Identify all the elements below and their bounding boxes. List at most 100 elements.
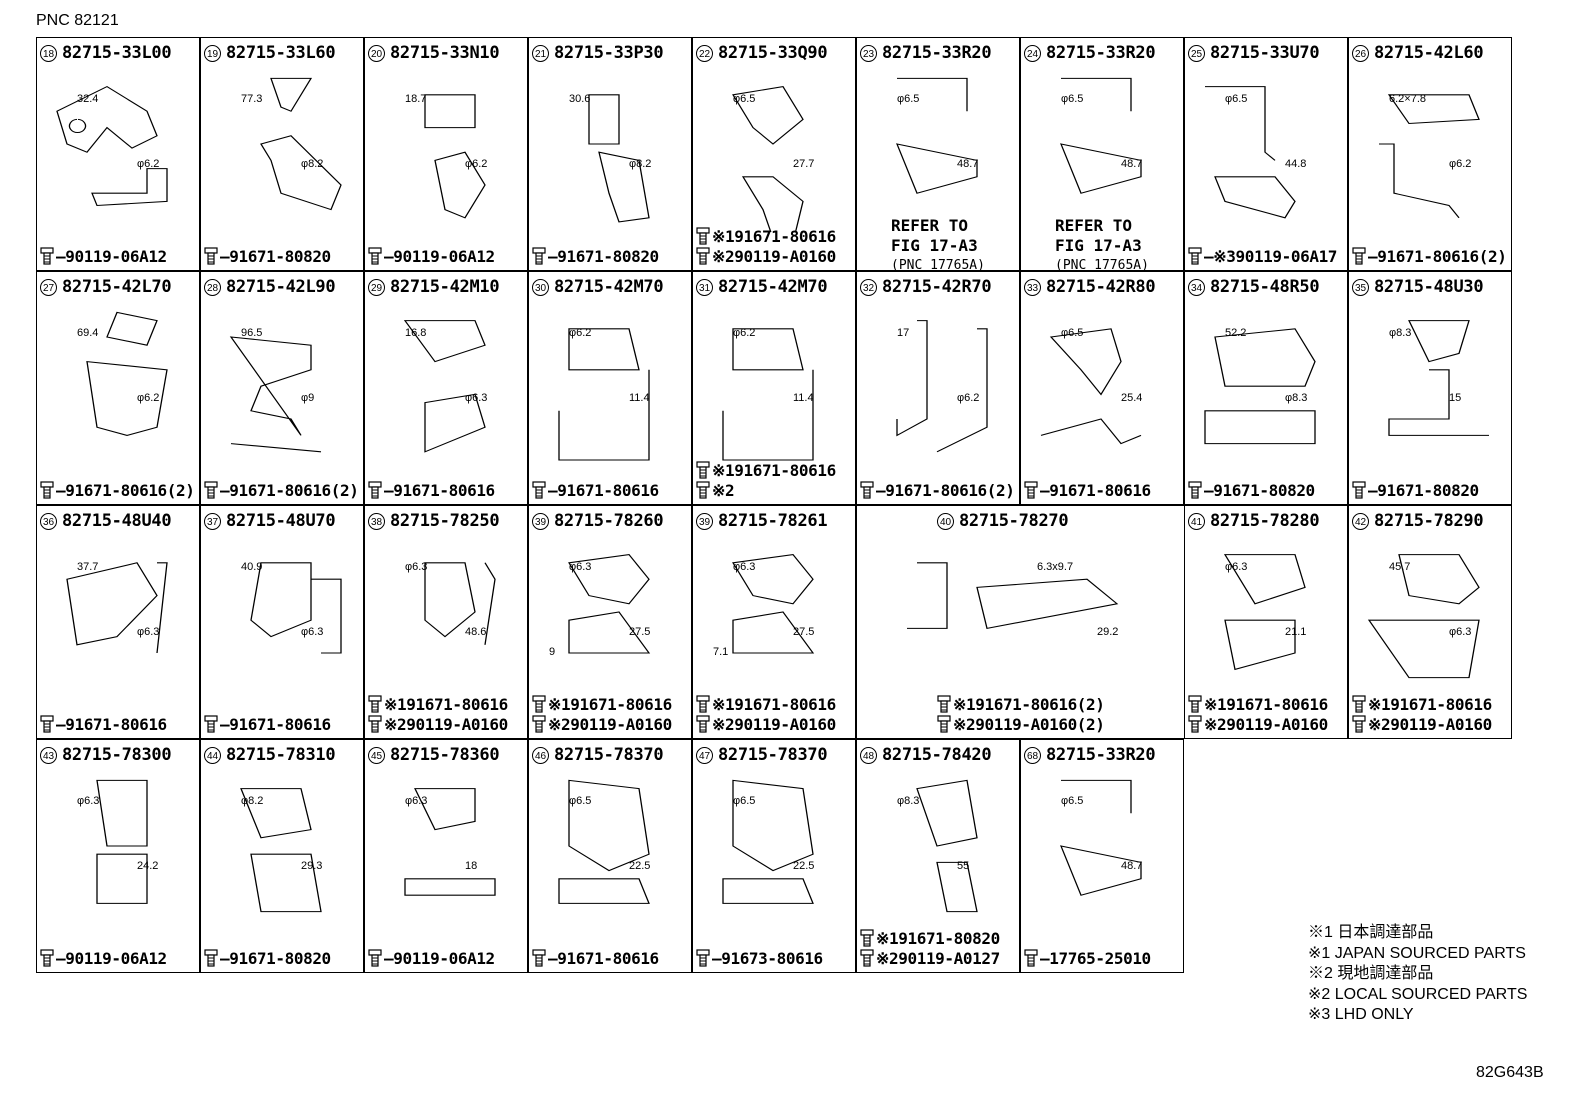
fastener-info: —91671-80616(2) (1352, 247, 1507, 267)
fastener-part-number: ※290119-A0127 (876, 949, 1000, 968)
fastener-part-number: ※191671-80820 (876, 929, 1000, 948)
dimension-label: φ6.2 (465, 158, 488, 170)
fastener-row: ※290119-A0127 (860, 949, 1000, 969)
bracket-drawing (907, 562, 1119, 630)
bracket-drawing (1205, 86, 1296, 219)
part-header: 42 82715-78290 (1352, 510, 1484, 532)
bracket-outline (896, 77, 978, 194)
fastener-part-number: —91671-80616(2) (1368, 247, 1507, 266)
fastener-row: —91671-80616(2) (204, 481, 359, 501)
fastener-info: ※191671-80616※290119-A0160 (696, 695, 836, 735)
fastener-row: —91671-80616 (40, 715, 167, 735)
callout-number: 39 (696, 512, 713, 530)
bracket-drawing (722, 779, 814, 904)
bolt-icon (40, 949, 54, 967)
fastener-row: ※191671-80616 (696, 227, 836, 247)
bracket-drawing (558, 779, 650, 904)
fastener-part-number: ※191671-80616 (1368, 695, 1492, 714)
bracket-outline (403, 320, 486, 453)
dimension-label: φ9 (301, 392, 315, 404)
bolt-icon (40, 715, 54, 733)
dimension-label: φ8.3 (897, 795, 920, 807)
bracket-drawing (1367, 554, 1480, 679)
bolt-icon (368, 715, 382, 733)
callout-number: 43 (40, 746, 57, 764)
bracket-outline (588, 94, 650, 223)
bracket-drawing (56, 85, 168, 207)
dimension-label: φ6.3 (405, 795, 428, 807)
fastener-row: ※191671-80616 (532, 695, 672, 715)
fastener-part-number: —91671-80616 (56, 715, 167, 734)
dimension-label: φ6.3 (137, 626, 160, 638)
bracket-outline (568, 554, 651, 654)
part-number: 82715-78290 (1374, 511, 1484, 531)
dimension-label: 69.4 (77, 327, 99, 339)
fastener-part-number: —91671-80820 (220, 247, 331, 266)
fastener-info: ※191671-80616※290119-A0160 (696, 227, 836, 267)
refer-line: FIG 17-A3 (1055, 236, 1142, 255)
fastener-part-number: ※290119-A0160 (1368, 715, 1492, 734)
callout-number: 19 (204, 44, 221, 62)
bolt-icon (937, 695, 951, 713)
bolt-icon (532, 949, 546, 967)
part-number: 82715-42M70 (554, 277, 664, 297)
bracket-outline (404, 788, 496, 896)
bolt-icon (368, 949, 382, 967)
fastener-row: ※191671-80616 (1352, 695, 1492, 715)
bracket-drawing (1060, 77, 1142, 194)
bracket-outline (229, 336, 322, 453)
note-1-jp: ※1 日本調達部品 (1308, 924, 1434, 941)
dimension-label: φ8.3 (1389, 327, 1412, 339)
fastener-part-number: ※290119-A0160(2) (953, 715, 1105, 734)
bracket-drawing (240, 788, 322, 913)
bracket-drawing (722, 328, 814, 461)
fastener-info: ※191671-80616※290119-A0160 (1188, 695, 1328, 735)
illustration-code: 82G643B (1476, 1064, 1544, 1081)
callout-number: 48 (860, 746, 877, 764)
dimension-label: φ8.2 (629, 158, 652, 170)
bolt-icon (368, 481, 382, 499)
part-number: 82715-42R80 (1046, 277, 1156, 297)
callout-number: 42 (1352, 512, 1369, 530)
bracket-outline (250, 562, 342, 654)
bracket-outline (240, 788, 322, 913)
callout-number: 35 (1352, 278, 1369, 296)
dimension-label: φ6.5 (569, 795, 592, 807)
fastener-info: —91671-80820 (1352, 481, 1479, 501)
fastener-part-number: ※290119-A0160 (548, 715, 672, 734)
part-number: 82715-78250 (390, 511, 500, 531)
fastener-row: —91671-80616 (532, 481, 659, 501)
dimension-label: φ6.3 (1449, 626, 1472, 638)
dimension-label: 22.5 (793, 860, 815, 872)
refer-line: (PNC 17765A) (891, 258, 985, 273)
dimension-label: φ6.2 (137, 392, 160, 404)
fastener-row: —91671-80820 (532, 247, 659, 267)
dimension-label: φ6.5 (1061, 795, 1084, 807)
fastener-part-number: ※191671-80616 (712, 227, 836, 246)
fastener-info: —91671-80616(2) (860, 481, 1015, 501)
fastener-part-number: —91671-80820 (220, 949, 331, 968)
part-number: 82715-42M10 (390, 277, 500, 297)
fastener-row: —91671-80616 (204, 715, 331, 735)
fastener-info: ※191671-80820※290119-A0127 (860, 929, 1000, 969)
bracket-drawing (916, 779, 978, 913)
dimension-label: 15 (1449, 392, 1462, 404)
dimension-label: φ8.2 (301, 158, 324, 170)
